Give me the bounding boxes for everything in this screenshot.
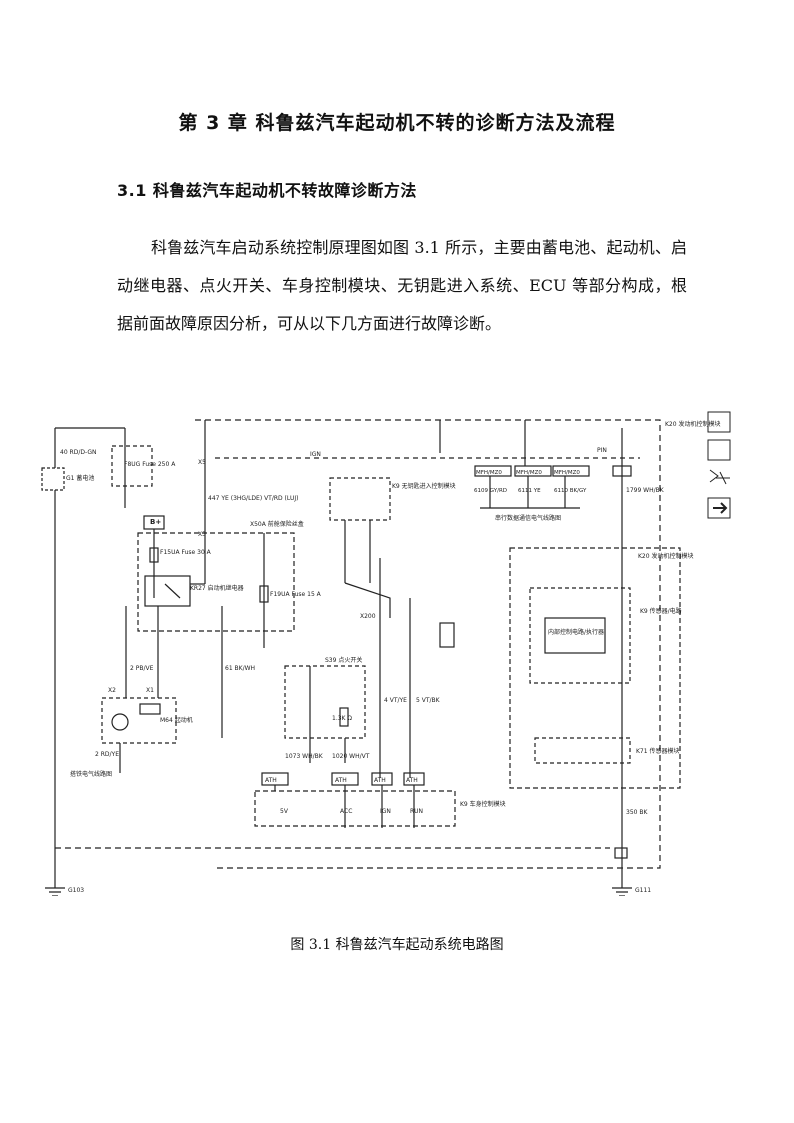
keyless-label: K9 无钥匙进入控制模块 <box>392 482 456 490</box>
legend-o-e-s-icon <box>707 439 731 461</box>
legend-s-o-o-icon <box>707 411 731 433</box>
ground-right-id: G111 <box>635 887 651 894</box>
mfh-wire-1: 6109 GY/RD <box>474 488 507 494</box>
ignition-switch-label: S39 点火开关 <box>325 656 362 664</box>
wire-bkwh-label: 61 BK/WH <box>225 665 255 672</box>
ath-label-4: ATH <box>406 777 418 784</box>
wire-447-label: 447 YE (3HG/LDE) VT/RD (LUJ) <box>208 495 298 502</box>
legend-arrow-right-icon <box>707 497 731 519</box>
run-label: RUN <box>410 808 423 815</box>
pin-label: PIN <box>597 447 607 454</box>
mfh-label-1: MFH/MZ0 <box>476 470 502 476</box>
ign-label: IGN <box>380 808 391 815</box>
fuse-block-label: F8UG Fuse 250 A <box>124 461 176 468</box>
junction-200-label: X200 <box>360 613 376 620</box>
battery-label: G1 蓄电池 <box>66 474 94 482</box>
mfh-wire-3: 6110 BK/GY <box>554 488 587 494</box>
ground-left-id: G103 <box>68 887 84 894</box>
fuse-15-label: F15UA Fuse 30 A <box>160 549 212 556</box>
connector-x1: X1 <box>146 687 154 694</box>
bcm-label: K9 车身控制模块 <box>460 800 506 808</box>
mfh-label-2: MFH/MZ0 <box>516 470 542 476</box>
wire-1073-label: 1073 WH/BK <box>285 753 324 760</box>
wire-350-label: 350 BK <box>626 809 648 816</box>
mfh-label-3: MFH/MZ0 <box>554 470 580 476</box>
connector-x2: X2 <box>108 687 116 694</box>
sv-label: 5V <box>280 808 289 815</box>
data-bus-label: 串行数据通信电气线路图 <box>495 514 561 522</box>
wire-vtbk-label: 5 VT/BK <box>416 697 441 704</box>
circuit-diagram: 40 RD/D-GN G1 蓄电池 F8UG Fuse 250 A B+ F15… <box>40 408 754 896</box>
starter-label: M64 起动机 <box>160 716 193 724</box>
mfh-wire-2: 6111 YE <box>518 488 541 494</box>
ecm-label: K20 发动机控制模块 <box>665 420 720 428</box>
fuse-19-label: F19UA Fuse 15 A <box>270 591 322 598</box>
ecm-inner-label: K20 发动机控制模块 <box>638 552 693 560</box>
chapter-title: 第 3 章 科鲁兹汽车起动机不转的诊断方法及流程 <box>178 112 616 134</box>
wire-vtye-label: 4 VT/YE <box>384 697 407 704</box>
wire-rbve-label: 2 PB/VE <box>130 665 154 672</box>
wire-1020-label: 1020 WH/VT <box>332 753 370 760</box>
connector-x3: X3 <box>198 531 206 538</box>
relay-label: KR27 启动机继电器 <box>190 584 244 592</box>
ign-top-label: IGN <box>310 451 321 458</box>
wire-1799-label: 1799 WH/BK <box>626 487 665 494</box>
ecm-bottom-label: K71 传感器模块 <box>636 747 679 755</box>
acc-label: ACC <box>340 808 352 815</box>
connector-x5: X5 <box>198 459 206 466</box>
ath-label-2: ATH <box>335 777 347 784</box>
section-title: 3.1 科鲁兹汽车起动机不转故障诊断方法 <box>117 181 417 200</box>
ath-label-1: ATH <box>265 777 277 784</box>
legend-wiring-flow-icon <box>709 469 730 485</box>
ground-left-label: 搭铁电气线路图 <box>70 770 112 778</box>
resistor-label: 1.3K Ω <box>332 715 352 722</box>
ath-label-3: ATH <box>374 777 386 784</box>
battery-wire-label: 40 RD/D-GN <box>60 449 97 456</box>
wire-rdye-label: 2 RD/YE <box>95 751 119 758</box>
circuit-diagram-svg: 40 RD/D-GN G1 蓄电池 F8UG Fuse 250 A B+ F15… <box>41 411 731 896</box>
figure-caption: 图 3.1 科鲁兹汽车起动系统电路图 <box>290 937 504 953</box>
bplus-label: B+ <box>150 518 161 526</box>
underhood-box-label: X50A 前舱保险丝盒 <box>250 520 304 528</box>
ecm-switch-label: 内部控制电路/执行器 <box>548 628 604 636</box>
ecm-inner2-label: K9 传感器/电路 <box>640 607 682 615</box>
body-paragraph: 科鲁兹汽车启动系统控制原理图如图 3.1 所示，主要由蓄电池、起动机、启动继电器… <box>117 238 687 333</box>
